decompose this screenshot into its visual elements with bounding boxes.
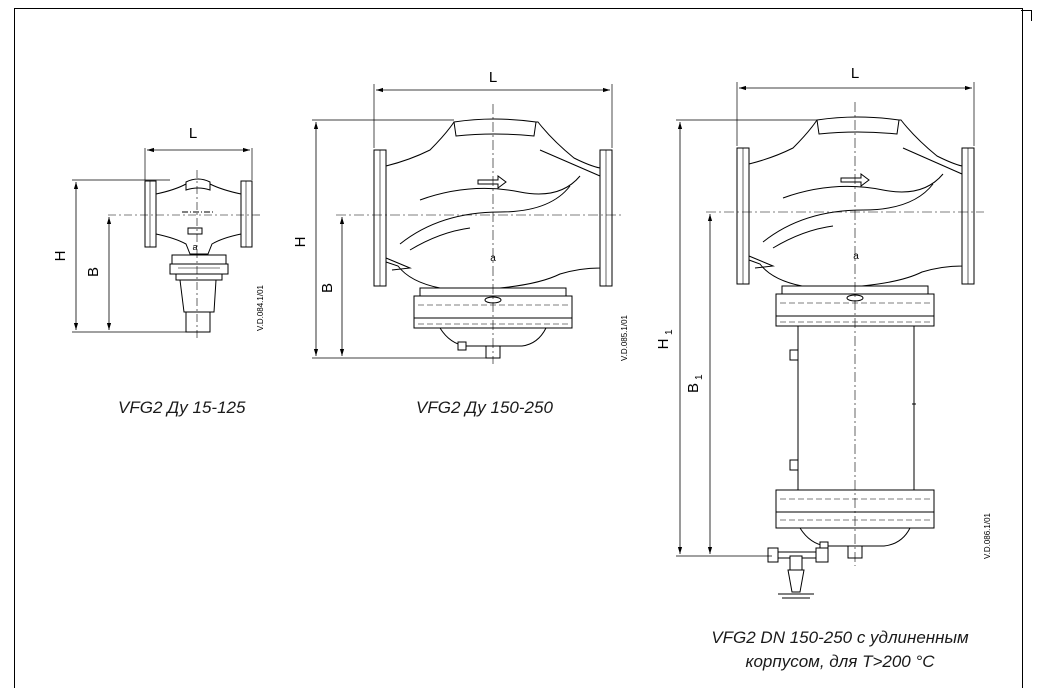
svg-text:a: a xyxy=(853,251,859,262)
dim-label-B-small: B xyxy=(85,267,102,277)
caption-extended-line1: VFG2 DN 150-250 с удлиненным xyxy=(711,628,969,647)
caption-small: VFG2 Ду 15-125 xyxy=(118,398,246,417)
dim-label-L-small: L xyxy=(189,125,197,142)
dim-label-B-medium: B xyxy=(319,283,336,293)
caption-extended-line2: корпусом, для T>200 °C xyxy=(745,652,935,671)
dim-label-H-small: H xyxy=(52,251,69,262)
caption-medium: VFG2 Ду 150-250 xyxy=(416,398,553,417)
drawing-code-small: V.D.084.1/01 xyxy=(256,284,265,331)
svg-text:a: a xyxy=(192,242,197,252)
drawing-frame xyxy=(14,8,1023,688)
valve-small: a xyxy=(72,147,262,338)
dim-label-L-medium: L xyxy=(489,69,497,86)
dim-label-B1-extended: B 1 xyxy=(685,374,705,393)
dim-label-L-extended: L xyxy=(851,65,859,82)
svg-text:a: a xyxy=(490,253,496,264)
valve-medium: a xyxy=(312,84,622,364)
svg-text:H: H xyxy=(655,339,672,350)
drawing-code-medium: V.D.085.1/01 xyxy=(620,314,629,361)
valve-extended: a xyxy=(676,82,984,599)
drawing-code-extended: V.D.086.1/01 xyxy=(983,512,992,559)
frame-corner-mark xyxy=(1021,10,1032,21)
svg-text:1: 1 xyxy=(664,329,675,335)
svg-text:B: B xyxy=(685,383,702,393)
dim-label-H1-extended: H 1 xyxy=(655,329,675,349)
dim-label-H-medium: H xyxy=(292,237,309,248)
svg-text:1: 1 xyxy=(694,374,705,380)
